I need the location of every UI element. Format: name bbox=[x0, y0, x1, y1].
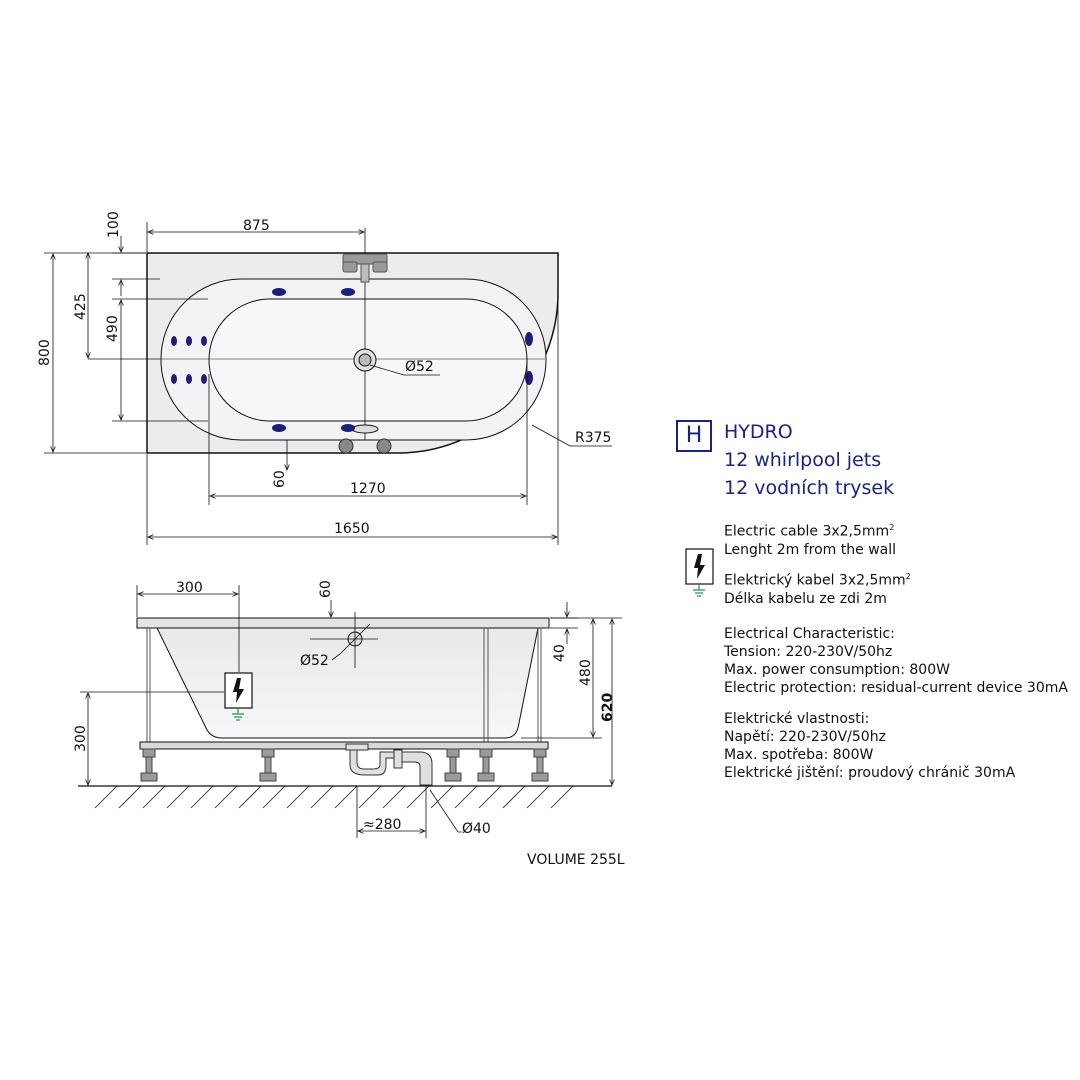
dim-40: 40 bbox=[552, 644, 568, 662]
char-cz-protection: Elektrické jištění: proudový chránič 30m… bbox=[724, 765, 1016, 781]
char-en-power: Max. power consumption: 800W bbox=[724, 662, 950, 678]
drain-icon bbox=[353, 348, 377, 372]
dim-490: 490 bbox=[105, 315, 121, 342]
tub-body-side bbox=[156, 627, 539, 739]
char-cz-heading: Elektrické vlastnosti: bbox=[724, 711, 870, 727]
cable-cz-sup: 2 bbox=[905, 572, 911, 581]
dim-300-height: 300 bbox=[73, 725, 89, 752]
dim-480: 480 bbox=[578, 659, 594, 686]
characteristics-en: Electrical Characteristic: Tension: 220-… bbox=[724, 625, 1068, 697]
cable-cz: Elektrický kabel 3x2,5mm bbox=[724, 572, 906, 589]
jet-icon bbox=[272, 424, 286, 432]
jet-icon bbox=[171, 336, 177, 346]
characteristics-cz: Elektrické vlastnosti: Napětí: 220-230V/… bbox=[724, 710, 1015, 782]
overflow-icon bbox=[351, 424, 379, 434]
dim-800: 800 bbox=[37, 339, 53, 366]
char-en-protection: Electric protection: residual-current de… bbox=[724, 680, 1068, 696]
electric-hazard-icon bbox=[685, 548, 714, 597]
hydro-badge: H bbox=[676, 420, 712, 452]
volume-label: VOLUME 255L bbox=[527, 852, 625, 868]
dim-300-width: 300 bbox=[176, 580, 203, 596]
cable-info-cz: Elektrický kabel 3x2,5mm2 Délka kabelu z… bbox=[724, 568, 911, 608]
hydro-title: HYDRO bbox=[724, 421, 793, 443]
support-frame bbox=[139, 741, 549, 750]
dim-60-top: 60 bbox=[272, 470, 288, 488]
dim-425: 425 bbox=[73, 293, 89, 320]
char-en-heading: Electrical Characteristic: bbox=[724, 626, 895, 642]
jet-icon bbox=[525, 332, 533, 346]
jet-icon bbox=[341, 424, 355, 432]
dim-d52-side: Ø52 bbox=[300, 653, 329, 669]
cable-en-sup: 2 bbox=[889, 523, 895, 532]
jet-icon bbox=[186, 374, 192, 384]
hydro-legend: HYDRO 12 whirlpool jets 12 vodních tryse… bbox=[724, 418, 894, 502]
tub-rim bbox=[136, 617, 550, 629]
cable-info: Electric cable 3x2,5mm2 Lenght 2m from t… bbox=[724, 519, 896, 559]
jet-icon bbox=[186, 336, 192, 346]
hydro-jets-en: 12 whirlpool jets bbox=[724, 449, 882, 471]
floor-hatching bbox=[78, 785, 612, 809]
jet-icon bbox=[171, 374, 177, 384]
jet-icon bbox=[525, 371, 533, 385]
cable-en: Electric cable 3x2,5mm bbox=[724, 523, 890, 540]
side-view bbox=[136, 617, 550, 786]
side-view-dimensions bbox=[80, 585, 622, 838]
jet-icon bbox=[272, 288, 286, 296]
char-cz-power: Max. spotřeba: 800W bbox=[724, 747, 874, 763]
length-en: Lenght 2m from the wall bbox=[724, 541, 896, 558]
dim-280: ≈280 bbox=[363, 817, 401, 833]
siphon-icon bbox=[345, 743, 433, 786]
pump-knob-icon bbox=[338, 438, 354, 454]
dim-r375: R375 bbox=[575, 430, 611, 446]
jet-icon bbox=[201, 336, 207, 346]
hydro-jets-cz: 12 vodních trysek bbox=[724, 477, 895, 499]
char-cz-tension: Napětí: 220-230V/50hz bbox=[724, 729, 886, 745]
whirlpool-jets bbox=[171, 288, 533, 432]
char-en-tension: Tension: 220-230V/50hz bbox=[724, 644, 893, 660]
top-view-dimensions bbox=[44, 222, 612, 545]
dim-d52-top: Ø52 bbox=[405, 359, 434, 375]
dim-1270: 1270 bbox=[350, 481, 386, 497]
length-cz: Délka kabelu ze zdi 2m bbox=[724, 590, 887, 607]
pump-knob-icon bbox=[376, 438, 392, 454]
adjustable-feet bbox=[140, 748, 549, 782]
dim-60-side: 60 bbox=[318, 580, 334, 598]
dim-875: 875 bbox=[243, 218, 270, 234]
electric-hazard-icon-tub bbox=[224, 672, 253, 721]
dim-1650: 1650 bbox=[334, 521, 370, 537]
dim-d40-pipe: Ø40 bbox=[462, 821, 491, 837]
jet-icon bbox=[201, 374, 207, 384]
dim-100: 100 bbox=[106, 211, 122, 238]
dim-620: 620 bbox=[600, 693, 616, 722]
jet-icon bbox=[341, 288, 355, 296]
faucet-icon bbox=[342, 253, 388, 283]
